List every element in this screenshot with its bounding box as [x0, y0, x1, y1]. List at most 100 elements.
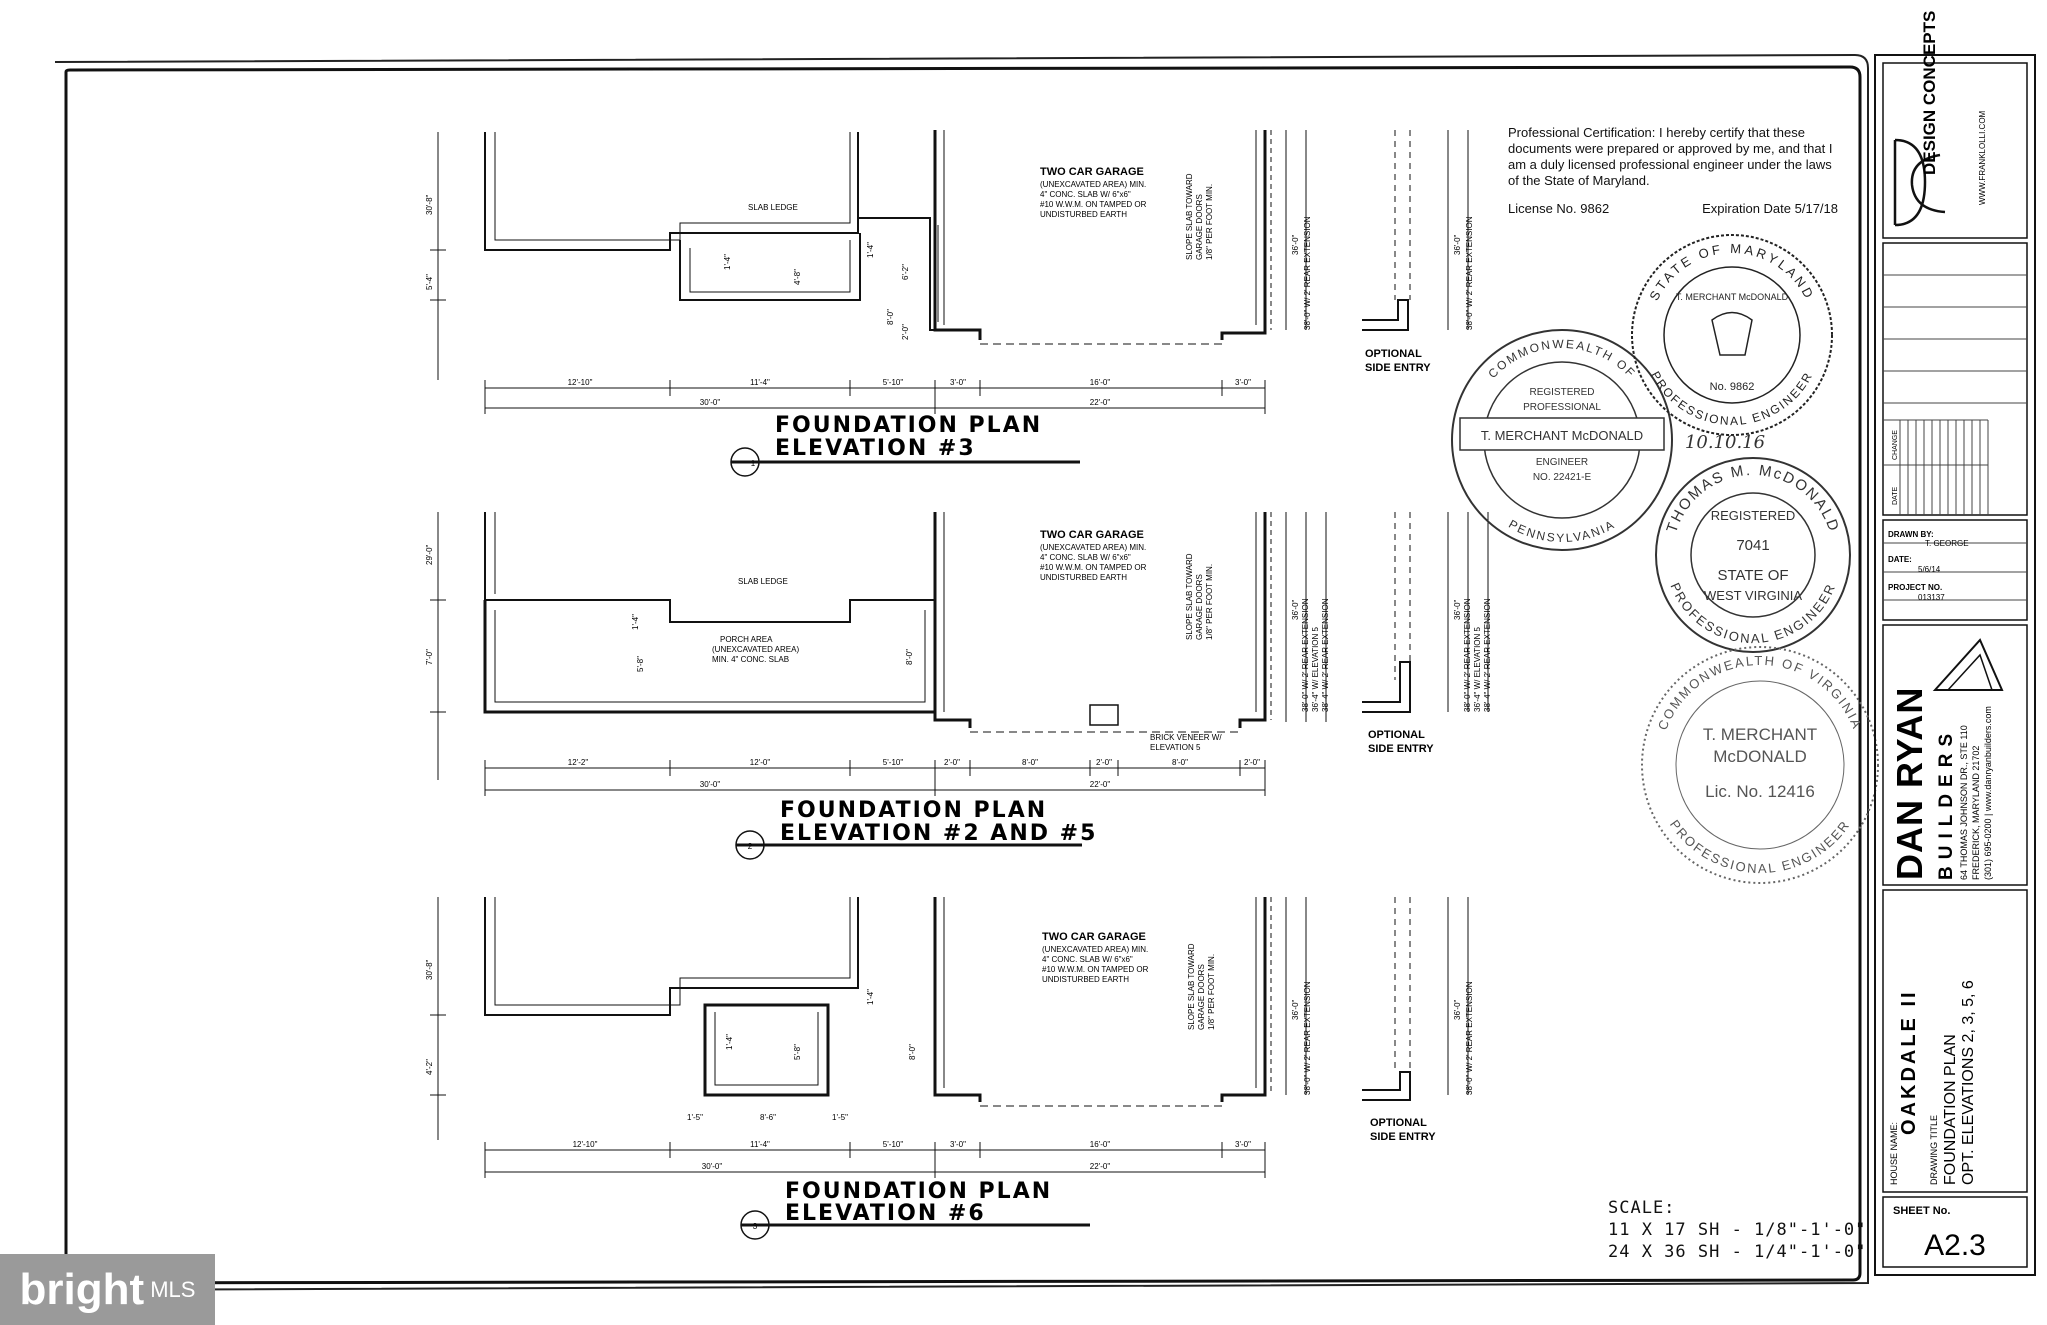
builder-box	[1882, 624, 2028, 886]
plan1-bottom-dim-6: 3'-0"	[1235, 378, 1251, 387]
svg-text:THOMAS M. McDONALD: THOMAS M. McDONALD	[1663, 462, 1842, 535]
plan3-left-dim-2: 4'-2"	[425, 1059, 434, 1075]
plan2-brick-note-2: ELEVATION 5	[1150, 743, 1201, 752]
sheet-number-box	[1882, 1196, 2028, 1268]
drawing-title-1: FOUNDATION PLAN	[1942, 1034, 1959, 1185]
plan1-bottom-dim-5: 16'-0"	[1090, 378, 1111, 387]
plan2-bottom-dim-4: 2'-0"	[944, 758, 960, 767]
plan1-garage-note-2: 4" CONC. SLAB W/ 6"x6"	[1040, 190, 1131, 199]
date-value: 5/6/14	[1918, 565, 1941, 574]
plan1-inner-dim-5: 8'-0"	[886, 309, 895, 325]
plan2-bottom-total-1: 30'-0"	[700, 780, 721, 789]
sheet-number: A2.3	[1924, 1229, 1986, 1262]
plan1-right-dim-2: 38'-0" W/ 2' REAR EXTENSION	[1303, 216, 1312, 330]
scale-line2: 24 X 36 SH - 1/4"-1'-0"	[1608, 1242, 1867, 1262]
plan1-garage-note-4: UNDISTURBED EARTH	[1040, 210, 1127, 219]
house-name: OAKDALE II	[1898, 989, 1920, 1135]
plan3-title-line1: FOUNDATION PLAN	[785, 1179, 1052, 1204]
plan3-bottom-dim-4: 3'-0"	[950, 1140, 966, 1149]
plan3-right-dim-1: 36'-0"	[1291, 999, 1300, 1020]
plan1-garage-title: TWO CAR GARAGE	[1040, 166, 1144, 178]
plan3-optional-1: OPTIONAL	[1370, 1117, 1427, 1129]
plan3-inner-dim-2: 5'-8"	[793, 1044, 802, 1060]
plan3-inner-dim-1: 1'-4"	[725, 1034, 734, 1050]
plan1-title-line1: FOUNDATION PLAN	[775, 413, 1042, 438]
plan2-optional-2: SIDE ENTRY	[1368, 743, 1434, 755]
certification-license-row: License No. 9862 Expiration Date 5/17/18	[1508, 201, 1838, 217]
builder-sub: BUILDERS	[1936, 727, 1957, 880]
plan2-brick-note-1: BRICK VENEER W/	[1150, 733, 1222, 742]
plan1-bottom-total-1: 30'-0"	[700, 398, 721, 407]
seal-va-name2: McDONALD	[1713, 747, 1807, 766]
scale-label: SCALE:	[1608, 1198, 1676, 1218]
plan2-bottom-dim-6: 2'-0"	[1096, 758, 1112, 767]
plan1-right-dim-3: 36'-0"	[1453, 234, 1462, 255]
drawing-info-box	[1882, 889, 2028, 1193]
builder-address1: 64 THOMAS JOHNSON DR., STE 110	[1959, 725, 1969, 880]
plan3-garage-note-3: #10 W.W.M. ON TAMPED OR	[1042, 965, 1149, 974]
plan2-slope-note-3: 1/8" PER FOOT MIN.	[1205, 564, 1214, 640]
plan2-right-dim-1: 36'-0"	[1291, 599, 1300, 620]
plan3-bottom-dim-3: 5'-10"	[883, 1140, 904, 1149]
title-block	[1874, 54, 2036, 1276]
plan2-garage-note-4: UNDISTURBED EARTH	[1040, 573, 1127, 582]
plan1-ledge-label: SLAB LEDGE	[748, 203, 798, 212]
expiration-date: Expiration Date 5/17/18	[1702, 201, 1838, 216]
plan2-right-dim-3: 36'-4" W/ ELEVATION 5	[1311, 626, 1320, 712]
plan2-porch-note-2: (UNEXCAVATED AREA)	[712, 645, 799, 654]
foundation-plan-elevation-2-and-5	[430, 512, 1489, 860]
plan3-number: 3	[753, 1222, 758, 1231]
seal-pennsylvania: COMMONWEALTH OF PENNSYLVANIA REGISTERED …	[1451, 329, 1673, 551]
plan2-right-dim-5: 36'-0"	[1453, 599, 1462, 620]
plan1-slope-note-1: SLOPE SLAB TOWARD	[1185, 173, 1194, 260]
sheet-label: SHEET No.	[1893, 1205, 1950, 1217]
sheet-border	[64, 65, 1862, 1285]
plan1-garage-note-1: (UNEXCAVATED AREA) MIN.	[1040, 180, 1146, 189]
seal-pa-name: T. MERCHANT McDONALD	[1481, 428, 1643, 443]
plan2-garage-note-2: 4" CONC. SLAB W/ 6"x6"	[1040, 553, 1131, 562]
seal-va-ring-bottom: PROFESSIONAL ENGINEER	[1667, 817, 1851, 876]
plan1-inner-dim-1: 1'-4"	[723, 254, 732, 270]
plan2-number: 2	[748, 842, 753, 851]
seal-md-emblem	[1711, 311, 1753, 356]
plan1-left-dim-1: 30'-8"	[425, 194, 434, 215]
plan2-bottom-dim-1: 12'-2"	[568, 758, 589, 767]
revision-date-header: DATE	[1892, 487, 1899, 505]
plan2-right-dim-2: 38'-0" W/ 2' REAR EXTENSION	[1301, 598, 1310, 712]
svg-text:COMMONWEALTH OF VIRGINIA: COMMONWEALTH OF VIRGINIA	[1655, 653, 1865, 732]
firm-url: WWW.FRANKLOLLI.COM	[1978, 110, 1987, 205]
seal-wv-registered: REGISTERED	[1711, 508, 1796, 523]
seal-wv-number: 7041	[1736, 537, 1769, 554]
certification-statement: Professional Certification: I hereby cer…	[1508, 125, 1833, 188]
plan2-right-dim-7: 36'-4" W/ ELEVATION 5	[1473, 626, 1482, 712]
seal-pa-professional: PROFESSIONAL	[1523, 402, 1601, 413]
plan3-title-line2: ELEVATION #6	[785, 1201, 986, 1226]
plan3-bottom-dim-5: 16'-0"	[1090, 1140, 1111, 1149]
plan3-inner-dim-4: 8'-0"	[908, 1044, 917, 1060]
plan2-inner-dim-3: 8'-0"	[905, 649, 914, 665]
project-value: 013137	[1918, 593, 1945, 602]
plan3-right-dim-2: 38'-0" W/ 2' REAR EXTENSION	[1303, 981, 1312, 1095]
house-name-label: HOUSE NAME:	[1889, 1122, 1899, 1185]
professional-certification: Professional Certification: I hereby cer…	[1508, 125, 1838, 217]
plan1-optional-1: OPTIONAL	[1365, 348, 1422, 360]
seal-pa-engineer: ENGINEER	[1536, 457, 1588, 468]
seal-md-ring-bottom: PROFESSIONAL ENGINEER	[1648, 369, 1814, 428]
plan3-garage-note-2: 4" CONC. SLAB W/ 6"x6"	[1042, 955, 1133, 964]
watermark-suffix: MLS	[150, 1276, 196, 1302]
plan2-ledge-label: SLAB LEDGE	[738, 577, 788, 586]
plan3-bottom-total-2: 22'-0"	[1090, 1162, 1111, 1171]
foundation-plan-elevation-6	[430, 897, 1469, 1240]
plan2-left-dim-1: 29'-0"	[425, 544, 434, 565]
plan2-inner-dim-2: 5'-8"	[636, 656, 645, 672]
license-number: License No. 9862	[1508, 201, 1610, 216]
plan1-inner-dim-6: 2'-0"	[901, 324, 910, 340]
seal-pa-number: NO. 22421-E	[1533, 472, 1592, 483]
drawing-title-2: OPT. ELEVATIONS 2, 3, 5, 6	[1960, 980, 1977, 1185]
plan3-inner-bottom-3: 1'-5"	[832, 1113, 848, 1122]
plan1-optional-2: SIDE ENTRY	[1365, 362, 1431, 374]
plan2-garage-note-1: (UNEXCAVATED AREA) MIN.	[1040, 543, 1146, 552]
revision-table	[1882, 242, 2028, 516]
plan1-left-dim-2: 5'-4"	[425, 274, 434, 290]
